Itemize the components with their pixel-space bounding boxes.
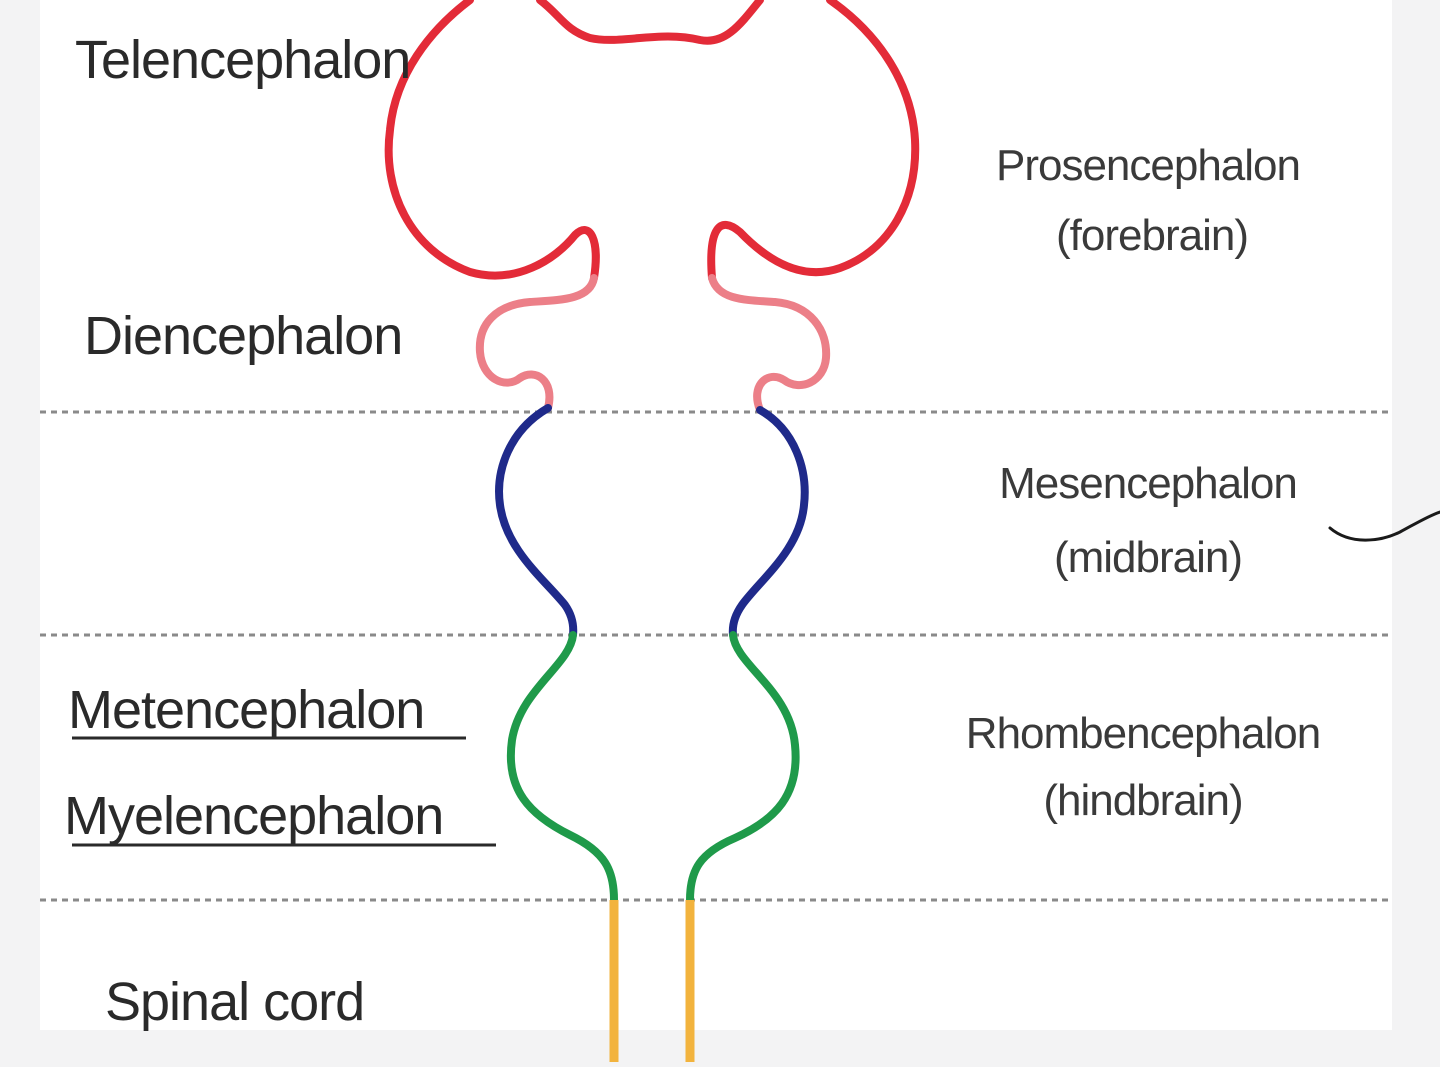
label-prosencephalon: Prosencephalon bbox=[996, 141, 1300, 190]
label-mesencephalon: Mesencephalon bbox=[999, 459, 1297, 508]
label-telencephalon: Telencephalon bbox=[75, 30, 410, 90]
telencephalon-outline-left bbox=[384, 0, 600, 282]
annotation-curve-mark bbox=[1328, 510, 1440, 542]
telencephalon-outline bbox=[536, 0, 764, 45]
label-diencephalon: Diencephalon bbox=[84, 306, 402, 366]
label-metencephalon: Metencephalon bbox=[68, 680, 424, 740]
label-hindbrain: (hindbrain) bbox=[1043, 776, 1242, 825]
diagram-panel bbox=[40, 0, 1392, 1030]
label-midbrain: (midbrain) bbox=[1054, 533, 1242, 582]
telencephalon-outline-right bbox=[707, 0, 920, 282]
label-spinal-cord: Spinal cord bbox=[105, 972, 364, 1032]
mesencephalon-outline-left bbox=[495, 404, 578, 639]
label-forebrain: (forebrain) bbox=[1056, 211, 1248, 260]
mesencephalon-outline-right bbox=[728, 406, 809, 639]
diencephalon-outline-left bbox=[475, 274, 598, 412]
rhombencephalon-outline-right bbox=[686, 631, 800, 904]
rhombencephalon-outline-left bbox=[506, 631, 618, 904]
label-rhombencephalon: Rhombencephalon bbox=[966, 709, 1320, 758]
diencephalon-outline-right bbox=[708, 274, 831, 414]
label-myelencephalon: Myelencephalon bbox=[64, 786, 443, 846]
